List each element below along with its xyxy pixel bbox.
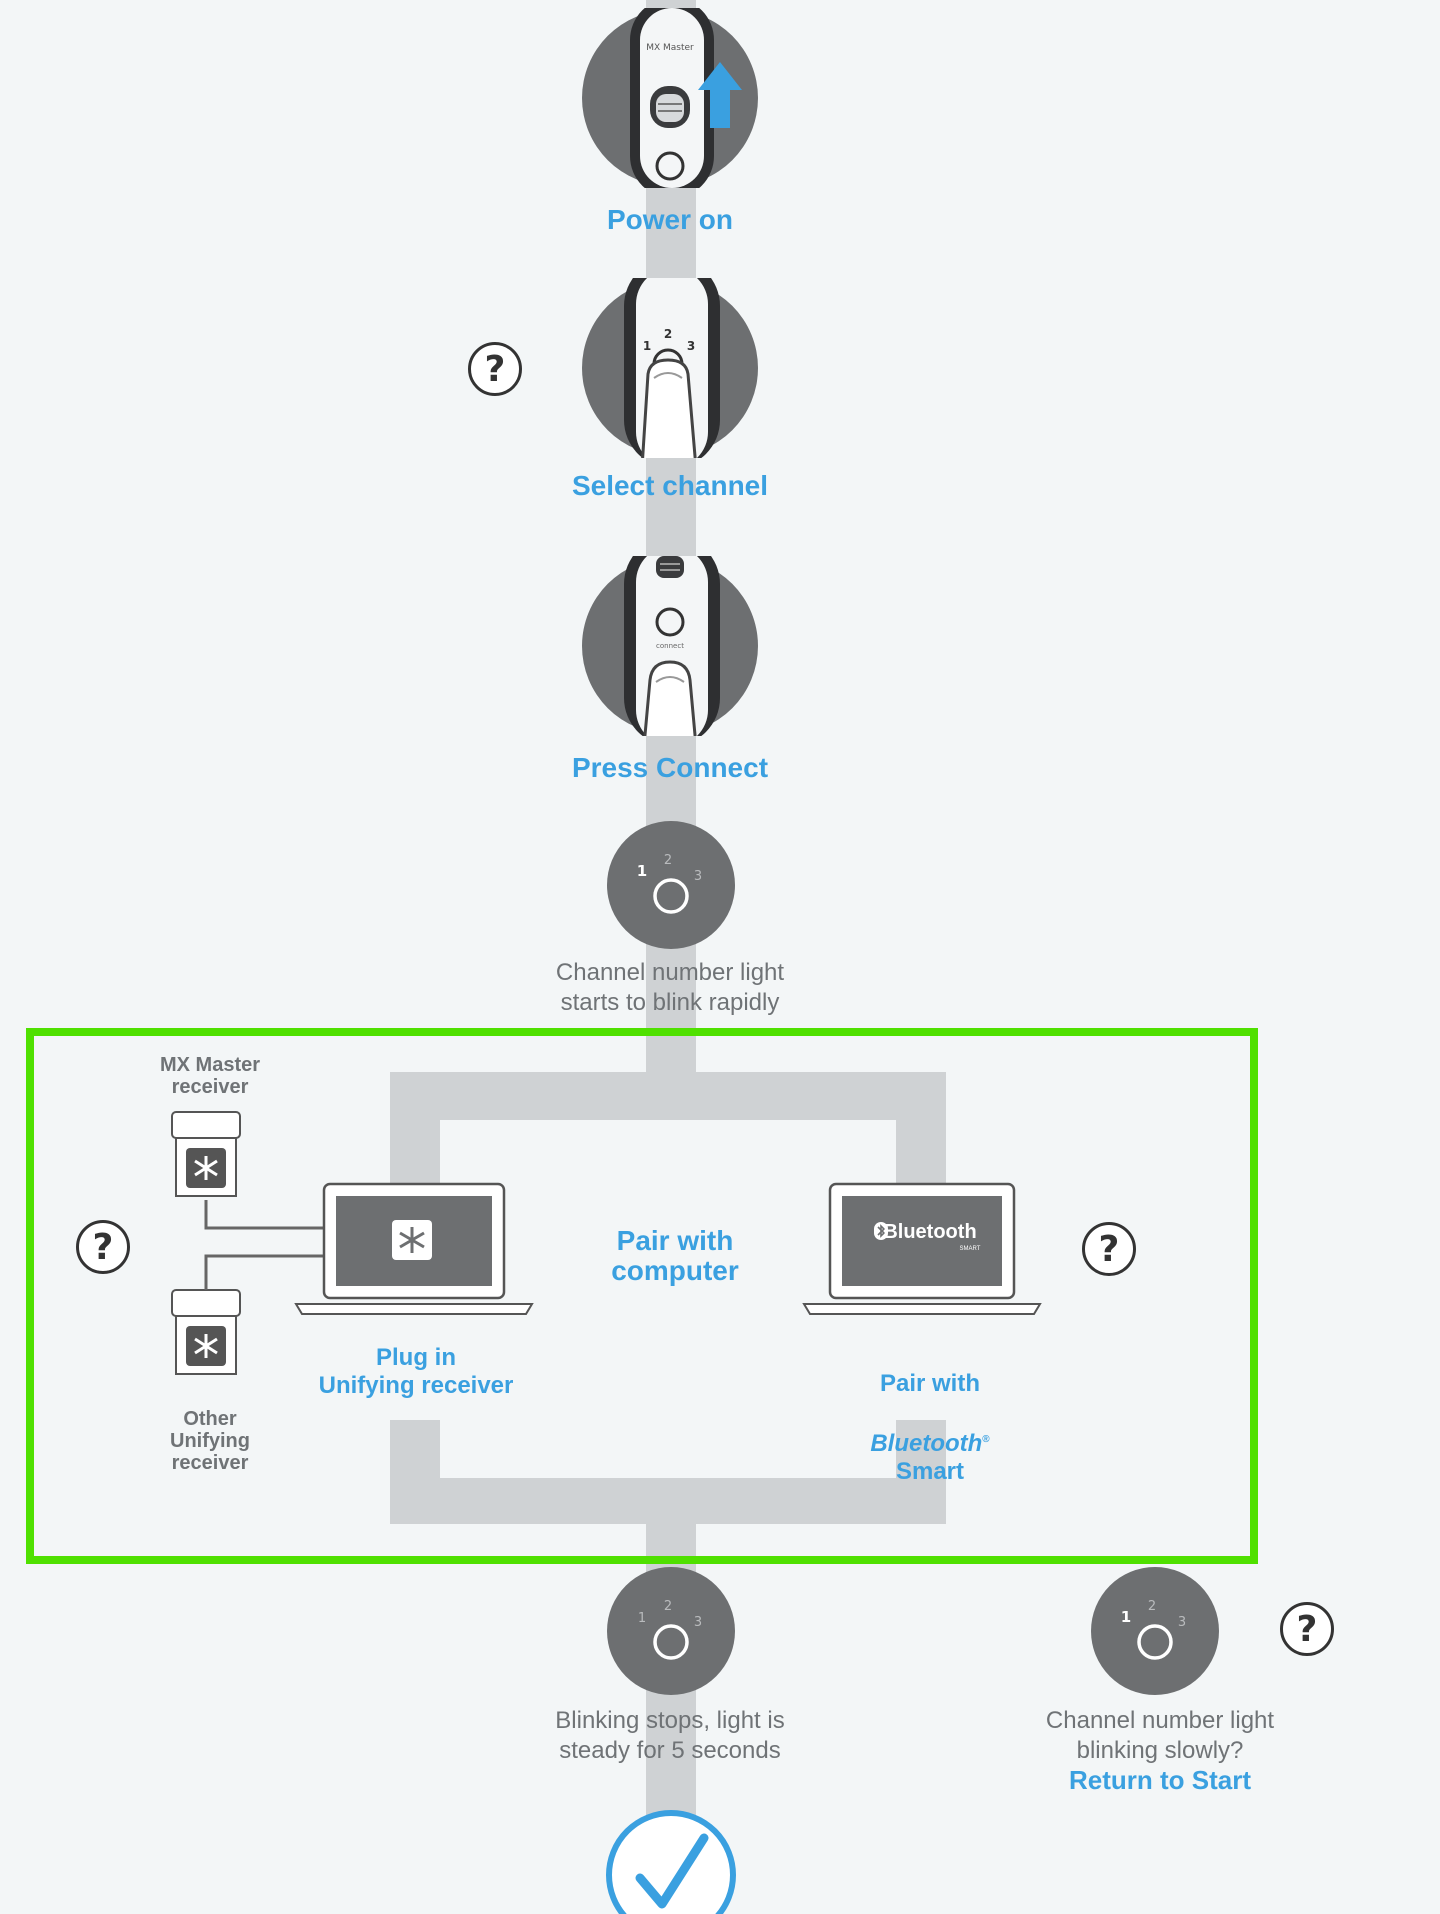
mx-master-receiver-label: MX Master receiver — [159, 1054, 261, 1098]
bluetooth-logo-text: Bluetooth — [883, 1221, 976, 1243]
channel-steady-icon: 1 2 3 — [607, 1567, 735, 1695]
connect-text: connect — [656, 642, 684, 650]
branch-left-upper — [390, 1072, 440, 1202]
mx-master-receiver-icon — [171, 1111, 241, 1197]
svg-text:1: 1 — [643, 339, 651, 353]
power-on-icon: MX Master — [582, 8, 758, 188]
pairing-highlight-frame — [26, 1028, 1258, 1564]
press-connect-label: Press Connect — [571, 752, 769, 783]
svg-text:2: 2 — [664, 853, 672, 868]
plug-in-unifying-label: Plug in Unifying receiver — [318, 1344, 514, 1399]
svg-text:3: 3 — [687, 339, 695, 353]
press-connect-icon: connect — [582, 556, 758, 736]
return-to-start-link[interactable]: Return to Start — [1069, 1765, 1251, 1795]
channel-blink-slow-text: Channel number light blinking slowly? — [1045, 1707, 1275, 1764]
other-receiver-icon — [171, 1289, 241, 1375]
svg-text:3: 3 — [694, 869, 702, 884]
select-channel-help-icon[interactable]: ? — [468, 342, 522, 396]
select-channel-label: Select channel — [571, 470, 769, 501]
bluetooth-laptop-icon[interactable]: Bluetooth SMART — [802, 1182, 1042, 1322]
other-unifying-receiver-label: Other Unifying receiver — [170, 1408, 250, 1474]
power-on-label: Power on — [606, 204, 733, 235]
channel-blink-rapid-text: Channel number light starts to blink rap… — [555, 959, 785, 1016]
svg-text:3: 3 — [1178, 1615, 1186, 1630]
bluetooth-logo-smart: SMART — [960, 1246, 981, 1252]
svg-text:2: 2 — [664, 327, 672, 341]
channel-slow-blink-icon: 1 2 3 — [1091, 1567, 1219, 1695]
unifying-laptop-icon[interactable] — [294, 1182, 534, 1322]
svg-text:2: 2 — [1148, 1599, 1156, 1614]
smart-text: Smart — [895, 1458, 965, 1485]
pair-with-computer-label: Pair with computer — [611, 1225, 739, 1286]
pair-with-text: Pair with — [879, 1370, 981, 1397]
branch-top-bar — [390, 1072, 946, 1120]
mx-master-text: MX Master — [646, 43, 694, 53]
svg-text:1: 1 — [637, 862, 647, 880]
svg-text:1: 1 — [638, 1611, 646, 1626]
receiver-connectors — [204, 1200, 328, 1290]
channel-light-icon: 1 2 3 — [607, 821, 735, 949]
bluetooth-italic-text: Bluetooth — [870, 1430, 983, 1457]
svg-text:1: 1 — [1121, 1608, 1131, 1626]
svg-text:3: 3 — [694, 1615, 702, 1630]
bluetooth-help-icon[interactable]: ? — [1082, 1222, 1136, 1276]
branch-right-upper — [896, 1072, 946, 1202]
branch-bottom-bar — [390, 1478, 946, 1524]
svg-text:2: 2 — [664, 1599, 672, 1614]
unifying-help-icon[interactable]: ? — [76, 1220, 130, 1274]
select-channel-icon: 1 2 3 — [582, 278, 758, 458]
slow-blink-help-icon[interactable]: ? — [1280, 1602, 1334, 1656]
pair-with-bluetooth-label: Pair with Bluetooth® Smart — [870, 1370, 990, 1485]
success-check-icon — [606, 1810, 736, 1914]
blinking-stops-text: Blinking stops, light is steady for 5 se… — [555, 1707, 785, 1764]
